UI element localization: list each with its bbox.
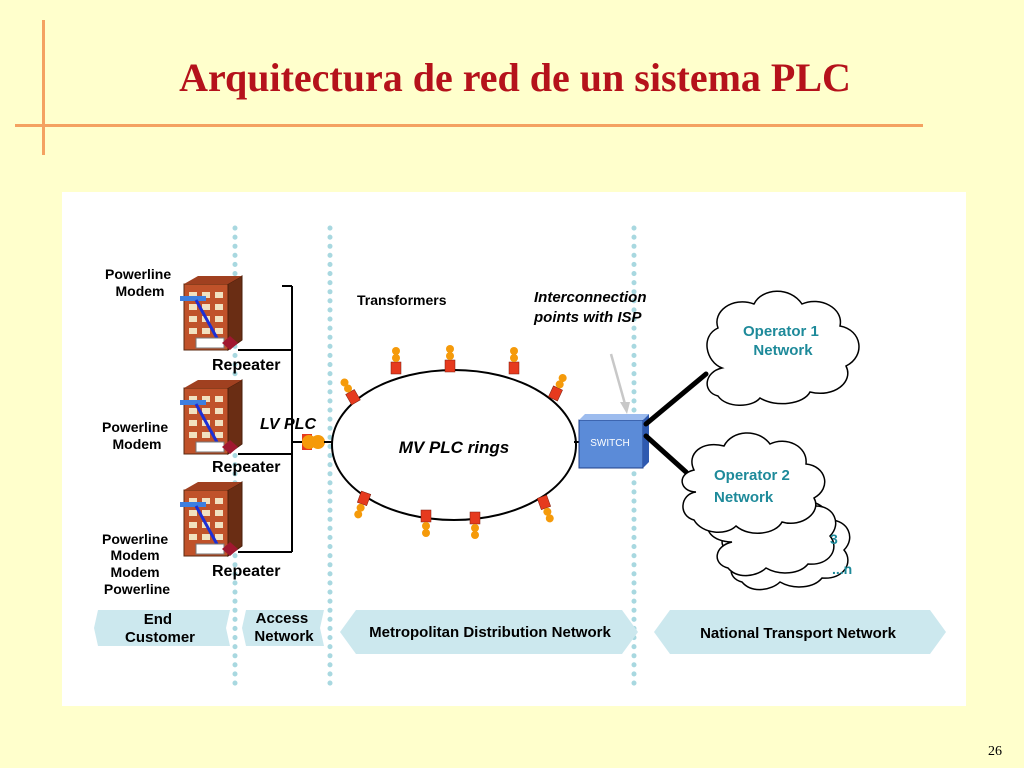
transformer-icon-top-2 (390, 346, 402, 375)
zone-label-end-customer: End Customer (125, 611, 195, 646)
operator-1-label: Operator 1 Network (743, 323, 823, 359)
operator-2-cloud (681, 432, 826, 534)
repeater-label-2: Repeater (212, 459, 280, 476)
operator-2-label: Operator 2 Network (714, 467, 794, 506)
zone-label-national: National Transport Network (700, 625, 897, 642)
transformer-icon-top-5 (547, 371, 570, 402)
building-icon-1 (178, 274, 244, 352)
zone-label-metropolitan: Metropolitan Distribution Network (369, 624, 611, 641)
zone-arrow-metropolitan (340, 610, 638, 654)
transformers-label: Transformers (357, 292, 447, 308)
modem-label-3: Powerline Modem Modem Powerline (102, 531, 172, 597)
repeater-label-3: Repeater (212, 563, 280, 580)
page-number: 26 (988, 744, 1002, 759)
accent-vertical-line (42, 20, 45, 155)
plc-architecture-diagram: Powerline Modem Powerline Modem Powerlin… (62, 192, 966, 706)
backbone-links (643, 371, 709, 475)
interconnection-label: Interconnection points with ISP (533, 289, 651, 326)
modem-label-1: Powerline Modem (105, 266, 175, 299)
building-icon-2 (178, 378, 244, 456)
building-icon-3 (178, 480, 244, 558)
lv-bracket-wiring (238, 285, 302, 553)
transformer-icon-top-1 (337, 376, 361, 406)
transformer-icon-top-3 (444, 344, 456, 373)
zone-label-access-network: Access Network (254, 610, 314, 645)
transformer-icon-bottom-3 (469, 511, 481, 540)
transformer-icon-bottom-1 (351, 490, 372, 521)
lv-connector-icon (302, 434, 332, 450)
modem-label-2: Powerline Modem (102, 419, 172, 452)
switch-box: SWITCH (578, 414, 649, 469)
operator-1-cloud (706, 290, 860, 406)
zone-arrow-access-network (242, 610, 324, 646)
mv-plc-rings-label: MV PLC rings (399, 438, 510, 457)
operator-n-label: ...n (832, 561, 852, 577)
transformer-icon-bottom-4 (536, 494, 557, 525)
operator-3-label: 3 (830, 531, 838, 547)
transformer-icon-bottom-2 (420, 509, 432, 538)
transformer-icon-top-4 (508, 346, 520, 375)
zone-arrow-national (654, 610, 946, 654)
slide-title: Arquitectura de red de un sistema PLC (179, 55, 851, 100)
interconnection-arrow-icon (609, 353, 630, 414)
accent-horizontal-line (15, 124, 923, 127)
repeater-label-1: Repeater (212, 357, 280, 374)
zone-arrow-end-customer (94, 610, 230, 646)
lv-plc-label: LV PLC (260, 416, 316, 433)
switch-label: SWITCH (590, 438, 629, 449)
